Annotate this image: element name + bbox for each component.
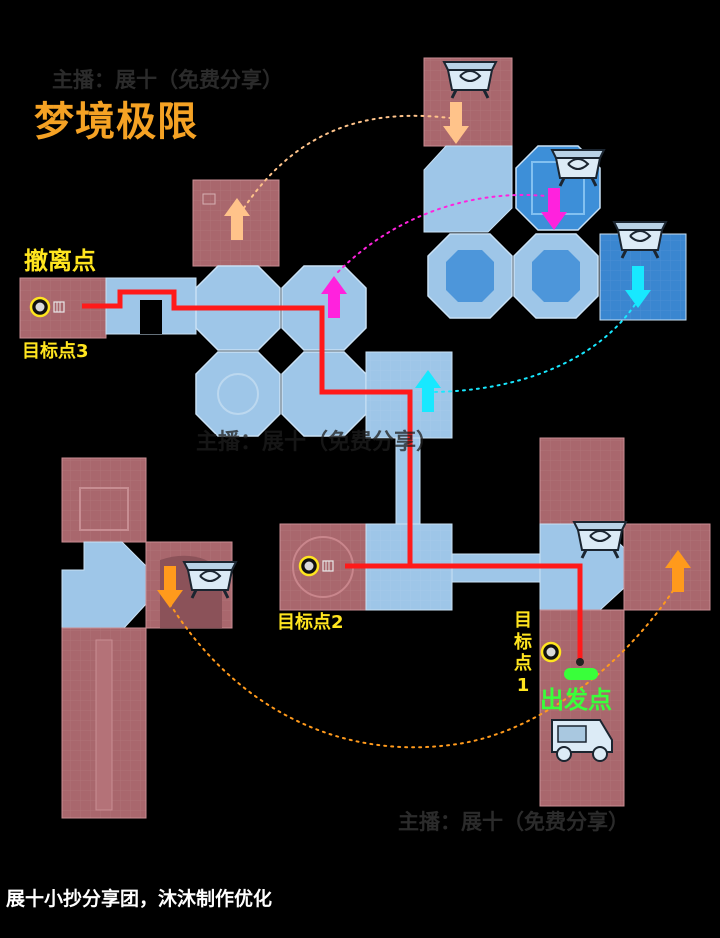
target-marker-icon [540,641,562,663]
map-title: 梦境极限 [34,99,198,145]
label-target1: 目标点1 [514,610,532,696]
start-node-icon [576,658,584,666]
vehicle-icon [551,719,613,762]
link-magenta [337,194,547,273]
credit-text: 展十小抄分享团，沐沐制作优化 [6,888,273,910]
room-octagon-f [427,233,513,319]
link-orange [169,579,681,749]
room-east-top [539,437,625,525]
watermark-middle: 主播：展十（免费分享） [196,430,439,455]
room-sw-top [61,457,147,543]
label-start: 出发点 [540,686,612,714]
label-target3: 目标点3 [22,341,89,362]
watermark-top: 主播：展十（免费分享） [52,68,283,92]
link-cyan [427,299,639,393]
room-octagon-g [513,233,599,319]
start-marker [564,668,598,680]
label-target2: 目标点2 [277,612,344,633]
room-top-connector [423,145,513,233]
room-octagon-c [195,351,281,437]
room-sw-blue [61,541,147,629]
connection-lines [169,114,681,749]
link-peach [239,114,451,215]
label-evacuation: 撤离点 [24,247,96,275]
room-sw-long [61,627,147,819]
route-path [82,289,583,660]
watermark-bottom: 主播：展十（免费分享） [398,810,629,834]
